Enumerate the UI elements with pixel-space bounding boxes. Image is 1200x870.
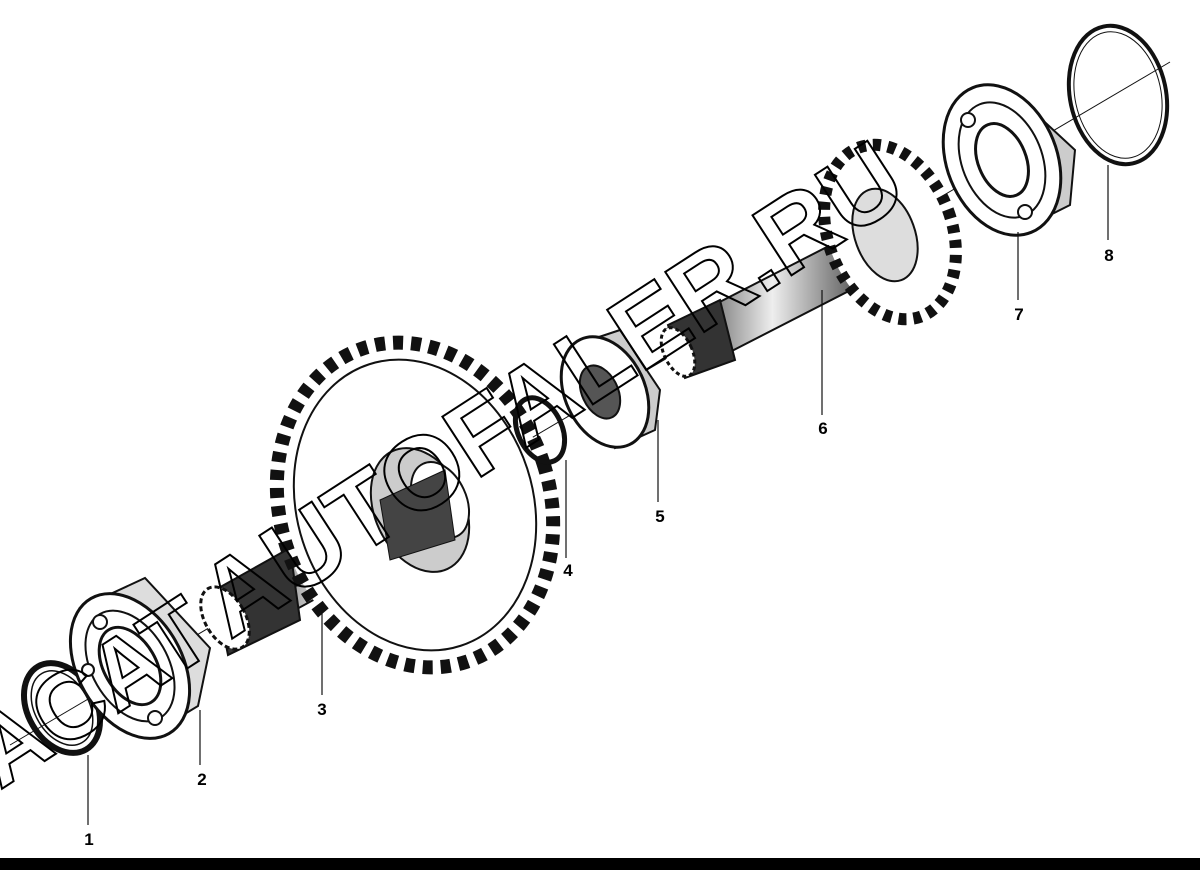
watermark: ACAT AUTOFALER.RU: [0, 118, 925, 808]
callout-label-8: 8: [1104, 246, 1113, 265]
callout-label-3: 3: [317, 700, 326, 719]
part-2-ball-bearing: [68, 576, 212, 740]
callout-label-7: 7: [1014, 305, 1023, 324]
part-5-roller-bearing: [559, 328, 662, 450]
part-8-shim: [1066, 23, 1170, 167]
part-7-large-bearing: [941, 83, 1077, 237]
callout-label-6: 6: [818, 419, 827, 438]
callout-leader-lines: [87, 165, 1109, 825]
callout-label-1: 1: [84, 830, 93, 849]
part-4-ring: [512, 395, 568, 465]
callout-label-2: 2: [197, 770, 206, 789]
part-3-shaft-large-gear: [199, 335, 561, 675]
bottom-border-bar: [0, 858, 1200, 870]
part-6-shaft-small-gear: [659, 138, 962, 380]
callout-label-4: 4: [563, 561, 573, 580]
callout-label-5: 5: [655, 507, 664, 526]
